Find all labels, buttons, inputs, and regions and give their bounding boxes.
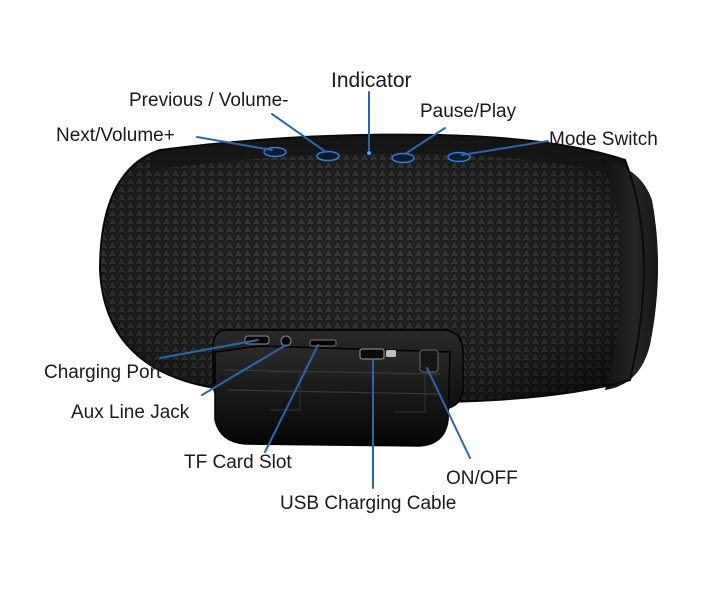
label-next-volume-up: Next/Volume+ <box>56 125 175 146</box>
label-indicator: Indicator <box>331 69 412 92</box>
label-mode-switch: Mode Switch <box>549 129 658 150</box>
label-usb-charging-cable: USB Charging Cable <box>280 493 457 514</box>
label-charging-port: Charging Port <box>44 362 162 383</box>
label-tf-card-slot: TF Card Slot <box>184 452 292 473</box>
label-on-off: ON/OFF <box>446 468 518 489</box>
usb-cable-plug <box>359 348 396 360</box>
pause-play-button[interactable] <box>391 152 415 164</box>
leader-next <box>196 136 273 151</box>
indicator-light <box>367 151 371 155</box>
previous-volume-down-button[interactable] <box>316 150 340 162</box>
leader-previous <box>271 113 327 153</box>
leader-aux <box>201 344 287 396</box>
label-aux-line-jack: Aux Line Jack <box>71 402 190 423</box>
label-previous-volume-down: Previous / Volume- <box>129 90 289 111</box>
port-compartment <box>212 329 464 447</box>
leader-lines <box>159 91 549 489</box>
on-off-switch[interactable] <box>419 349 439 373</box>
top-buttons <box>263 146 471 164</box>
leader-tf-card <box>264 344 319 453</box>
leader-mode <box>461 140 549 156</box>
leader-charging-port <box>159 339 259 359</box>
leader-on-off <box>426 367 471 459</box>
leader-pause-play <box>404 127 446 155</box>
tf-card-slot-socket <box>309 339 337 347</box>
label-pause-play: Pause/Play <box>420 101 517 122</box>
